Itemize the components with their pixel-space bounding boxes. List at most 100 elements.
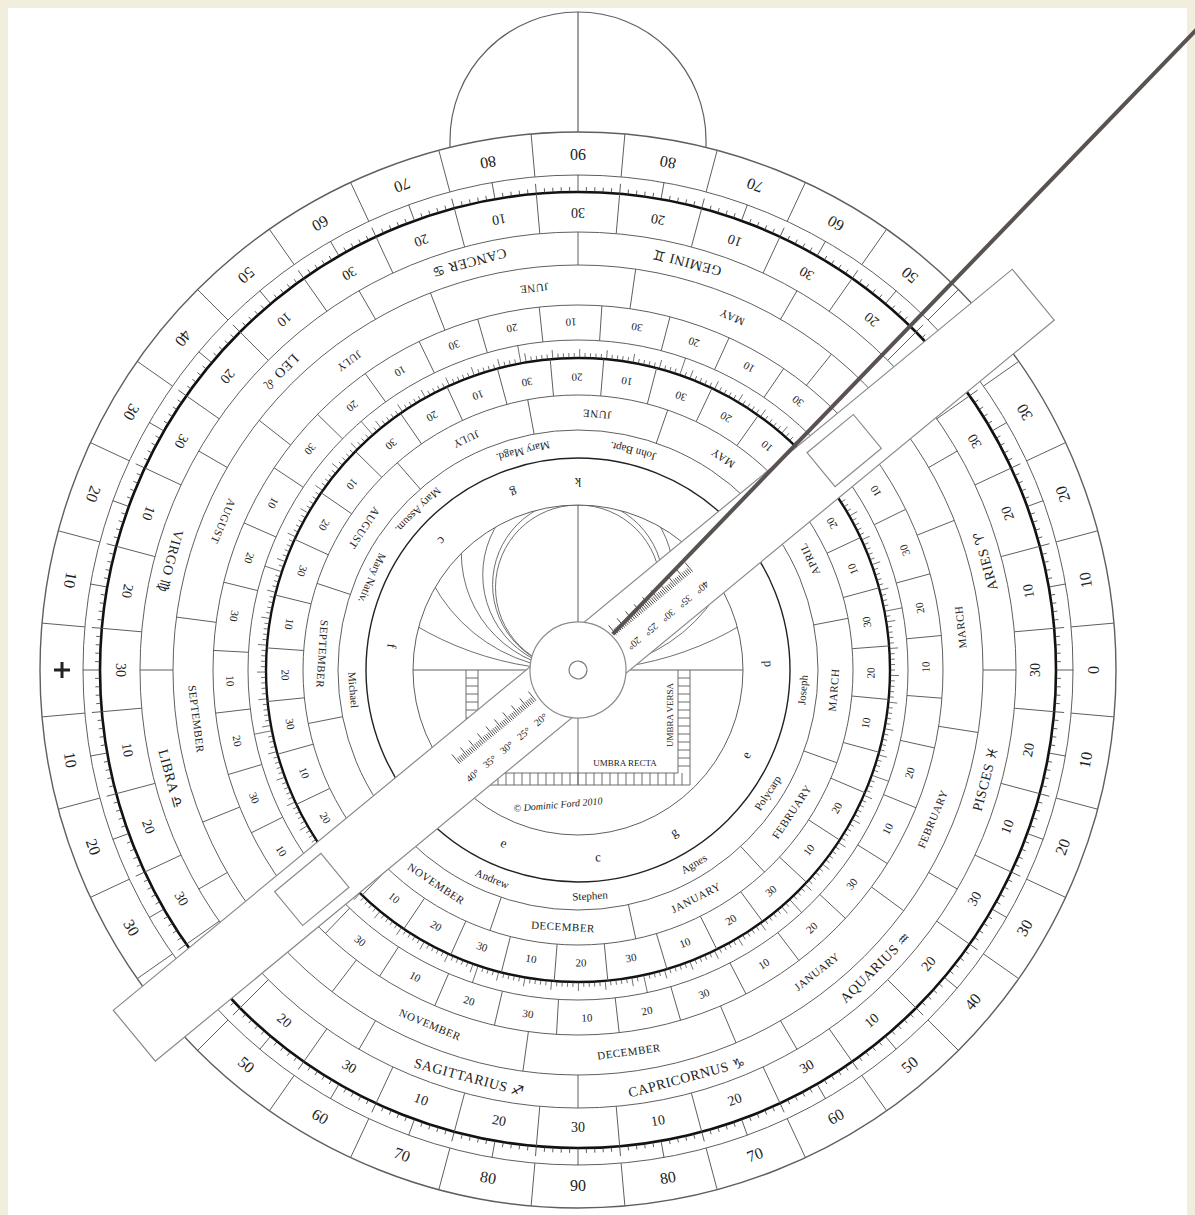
degree-number: 90 xyxy=(570,146,586,162)
latitude-mark: 30° xyxy=(659,607,676,624)
degree-number: 10 xyxy=(61,571,80,590)
day-number: 30 xyxy=(247,791,261,805)
day-number: 20 xyxy=(723,913,738,928)
zodiac-degree: 10 xyxy=(726,231,744,249)
day-number: 20 xyxy=(719,410,734,425)
degree-number: 80 xyxy=(658,153,677,172)
zodiac-degree: 30 xyxy=(339,264,358,283)
zodiac-degree: 30 xyxy=(172,889,191,908)
scale-ring xyxy=(213,305,943,1035)
scale-ring xyxy=(140,232,1016,1108)
saint-day: Mary Nativ. xyxy=(356,552,388,605)
zodiac-degree: 30 xyxy=(1029,663,1043,677)
day-number: 20 xyxy=(279,669,290,680)
degree-number: 30 xyxy=(120,917,142,939)
calendar-letter: f xyxy=(385,642,398,648)
degree-number: 80 xyxy=(658,1169,677,1188)
day-number: 30 xyxy=(475,940,489,954)
day-number: 30 xyxy=(763,883,779,899)
pivot-pin xyxy=(565,657,590,682)
day-number: 20 xyxy=(429,919,444,934)
day-number: 20 xyxy=(914,601,927,614)
latitude-mark: 25° xyxy=(642,621,659,638)
degree-number: 10 xyxy=(1077,571,1096,590)
degree-number: 70 xyxy=(744,1145,765,1166)
degree-number: 30 xyxy=(120,401,142,423)
day-number: 30 xyxy=(383,436,398,451)
month-name: NOVEMBER xyxy=(398,1008,463,1043)
day-number: 30 xyxy=(845,876,860,891)
cell-dividers xyxy=(42,134,1114,1206)
zodiac-degree: 10 xyxy=(490,211,506,227)
day-number: 30 xyxy=(284,718,297,731)
day-number: 10 xyxy=(621,375,634,388)
shadow-square-label: UMBRA VERSA xyxy=(666,683,675,747)
day-number: 20 xyxy=(903,766,917,780)
day-number: 30 xyxy=(228,609,241,622)
alidade xyxy=(104,258,1064,1073)
zodiac-degree: 20 xyxy=(490,1113,506,1129)
calendar-letter: g xyxy=(668,824,680,838)
day-number: 30 xyxy=(898,543,912,557)
day-number: 20 xyxy=(804,920,820,936)
degree-number: 0 xyxy=(1086,666,1102,674)
month-name: FEBRUARY xyxy=(771,783,814,841)
scale-ring xyxy=(173,265,983,1075)
zodiac-degree: 20 xyxy=(649,211,665,227)
month-name: DECEMBER xyxy=(596,1042,661,1061)
latitude-mark: 40° xyxy=(465,767,482,784)
degree-number: 70 xyxy=(391,175,412,196)
calendar-letter: k xyxy=(575,476,582,489)
zodiac-degree: 20 xyxy=(217,366,237,386)
day-number: 20 xyxy=(824,516,839,531)
day-number: 10 xyxy=(344,476,359,491)
day-number: 10 xyxy=(678,935,692,949)
zodiac-degree: 20 xyxy=(863,309,883,329)
zodiac-degree: 10 xyxy=(412,1091,430,1109)
rule-line xyxy=(613,23,1195,634)
day-number: 20 xyxy=(344,398,360,414)
day-number: 20 xyxy=(242,551,256,565)
day-number: 10 xyxy=(565,316,576,327)
day-number: 10 xyxy=(393,363,408,378)
day-number: 30 xyxy=(302,441,317,456)
day-number: 20 xyxy=(640,1005,653,1018)
zodiac-sign: CAPRICORNUS ♑ xyxy=(627,1055,747,1100)
day-number: 10 xyxy=(386,890,401,905)
day-number: 10 xyxy=(756,957,771,972)
month-name: JULY xyxy=(451,428,481,450)
day-number: 10 xyxy=(225,676,236,687)
alidade-bar xyxy=(113,269,1054,1061)
month-name: APRIL xyxy=(797,541,822,577)
degree-number: 80 xyxy=(479,153,498,172)
calendar-letter: g xyxy=(508,486,519,500)
day-number: 20 xyxy=(316,517,331,532)
saint-day: Michael xyxy=(346,671,360,708)
zodiac-sign: VIRGO ♍ xyxy=(155,528,185,593)
day-number: 10 xyxy=(801,842,816,857)
degree-number: 20 xyxy=(83,483,104,504)
day-number: 30 xyxy=(522,1008,534,1020)
day-number: 10 xyxy=(581,1012,592,1023)
zodiac-degree: 30 xyxy=(339,1057,358,1076)
calendar-letter: c xyxy=(594,850,601,864)
scale-ring xyxy=(83,175,1073,1165)
latitude-mark: 20° xyxy=(533,711,550,728)
degree-number: 30 xyxy=(1014,401,1036,423)
degree-number: 70 xyxy=(391,1145,412,1166)
degree-ticks xyxy=(83,175,1073,1165)
zodiac-degree: 20 xyxy=(412,231,430,249)
unequal-hour-lines xyxy=(259,32,897,670)
zodiac-degree: 10 xyxy=(863,1011,883,1031)
saint-day: Agnes xyxy=(680,852,710,876)
month-name: MAY xyxy=(709,446,737,470)
day-number: 30 xyxy=(295,564,309,578)
day-number: 20 xyxy=(576,957,587,968)
saint-day: Mary Magd. xyxy=(495,439,551,463)
degree-number: 20 xyxy=(83,836,104,857)
month-name: MARCH xyxy=(827,668,841,712)
calendar-letter: d xyxy=(759,661,772,668)
month-name: JUNE xyxy=(582,407,612,420)
zodiac-degree: 20 xyxy=(1021,741,1037,757)
